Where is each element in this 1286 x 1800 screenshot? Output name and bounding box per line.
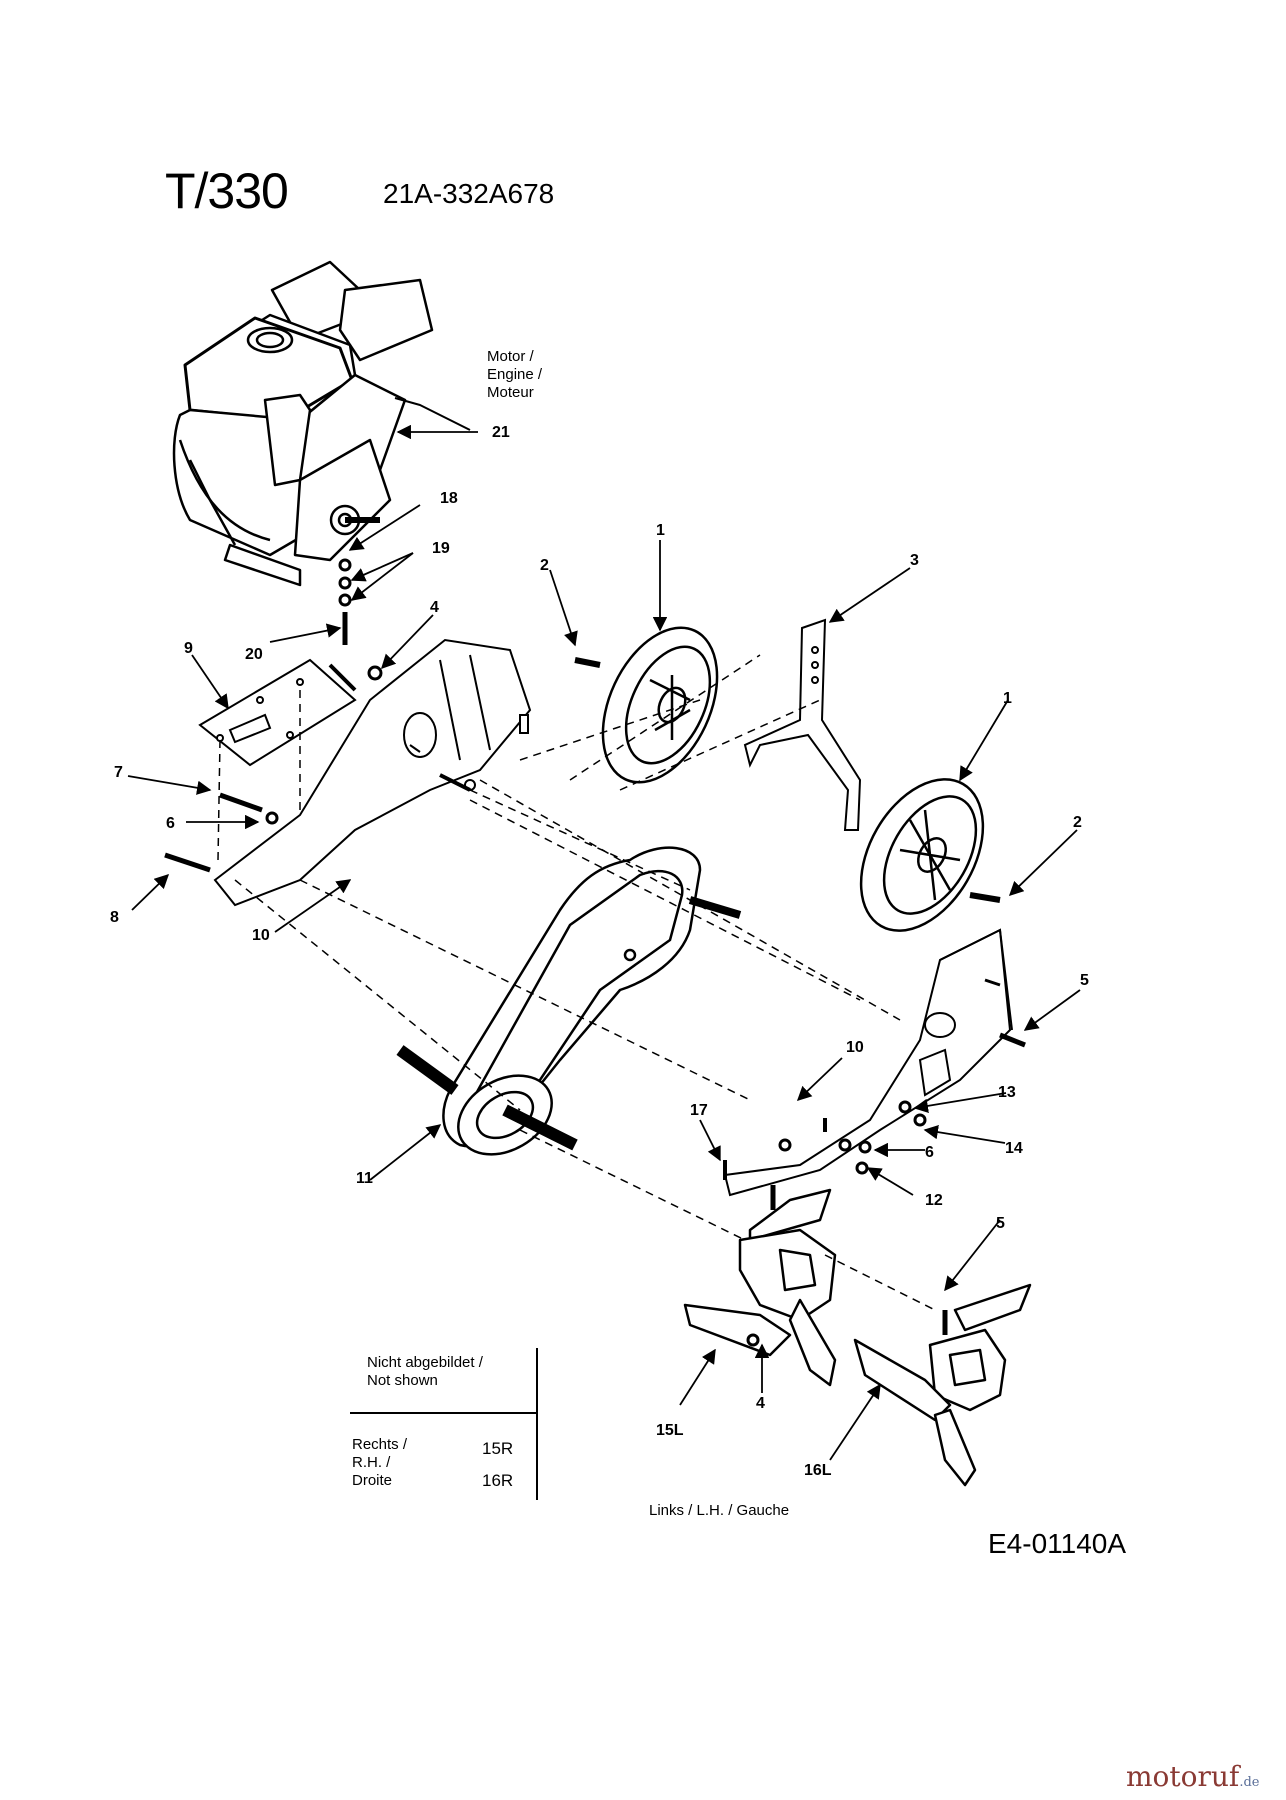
callout-1: 1 [656, 522, 665, 539]
callout-11: 11 [356, 1170, 373, 1187]
callout-7: 7 [114, 764, 123, 781]
wheel-right [859, 778, 985, 932]
watermark-tld: .de [1239, 1775, 1260, 1790]
callout-3: 3 [910, 552, 919, 569]
engine-label: Motor / Engine / Moteur [487, 348, 542, 402]
callout-leaders [127, 424, 1081, 1461]
callout-5: 5 [1080, 972, 1089, 989]
not-shown-table-rules [350, 1348, 538, 1500]
callout-15l: 15L [656, 1422, 684, 1439]
wheel-left [601, 626, 719, 784]
left-hand-label: Links / L.H. / Gauche [649, 1502, 790, 1519]
not-shown-header: Nicht abgebildet / Not shown [367, 1354, 483, 1390]
left-side-plate [213, 638, 532, 907]
callout-6-right: 6 [925, 1144, 934, 1161]
watermark-brand: motoruf [1126, 1760, 1240, 1793]
callout-10: 10 [252, 927, 270, 944]
callout-21: 21 [492, 424, 510, 441]
engine-label-line: Motor / [487, 348, 534, 365]
right-hand-line: R.H. / [352, 1454, 391, 1471]
right-side-plate [723, 928, 1013, 1197]
callout-12: 12 [925, 1192, 943, 1209]
callout-2-right: 2 [1073, 814, 1082, 831]
callout-4: 4 [430, 599, 439, 616]
not-shown-line: Nicht abgebildet / [367, 1354, 483, 1371]
watermark-logo: motoruf.de [1126, 1760, 1259, 1793]
wheel-bracket [743, 618, 862, 831]
part-number: 21A-332A678 [383, 178, 555, 209]
callout-16l: 16L [804, 1462, 832, 1479]
callout-20: 20 [245, 646, 263, 663]
reference-code: E4-01140A [988, 1528, 1127, 1559]
tine-16l [853, 1283, 1032, 1487]
assembly-lines [217, 654, 936, 1311]
right-part-16r: 16R [482, 1471, 514, 1490]
callout-2: 2 [540, 557, 549, 574]
callout-labels: 21 18 19 20 9 4 2 1 3 1 2 7 6 8 10 5 10 … [110, 424, 1089, 1479]
callout-8: 8 [110, 909, 119, 926]
callout-19: 19 [432, 540, 450, 557]
right-part-15r: 15R [482, 1439, 514, 1458]
callout-4-lower: 4 [756, 1395, 765, 1412]
tine-15l [683, 1188, 837, 1387]
model-title: T/330 [165, 163, 289, 219]
chaincase [396, 846, 742, 1156]
right-hand-line: Rechts / [352, 1436, 408, 1453]
hardware [164, 558, 1026, 1347]
engine-label-line: Moteur [487, 384, 534, 401]
engine-label-line: Engine / [487, 366, 543, 383]
callout-5-lower: 5 [996, 1215, 1005, 1232]
callout-18: 18 [440, 490, 458, 507]
mounting-plate [198, 658, 357, 767]
engine-drawing [172, 260, 471, 587]
callout-10-right: 10 [846, 1039, 864, 1056]
right-hand-line: Droite [352, 1472, 393, 1489]
callout-14: 14 [1005, 1140, 1023, 1157]
callout-13: 13 [998, 1084, 1016, 1101]
callout-9: 9 [184, 640, 193, 657]
callout-6: 6 [166, 815, 175, 832]
callout-1-right: 1 [1003, 690, 1012, 707]
not-shown-line: Not shown [367, 1372, 438, 1389]
callout-17: 17 [690, 1102, 708, 1119]
right-hand-label: Rechts / R.H. / Droite [352, 1436, 407, 1490]
